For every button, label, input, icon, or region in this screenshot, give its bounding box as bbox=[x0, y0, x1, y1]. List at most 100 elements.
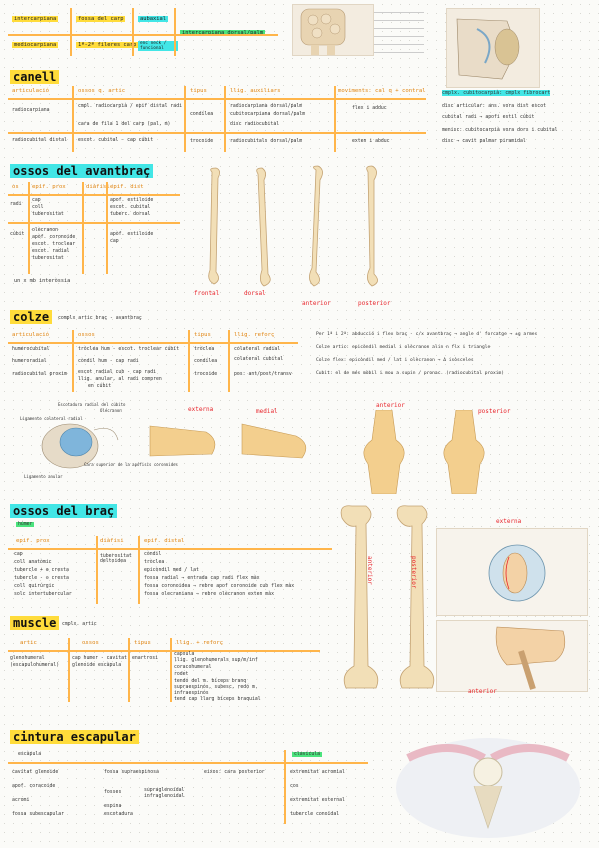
avb-r1-b2: tuberositat bbox=[32, 212, 64, 217]
shoulder-girdle-drawing bbox=[396, 738, 580, 838]
canell-r1-b2: cara de fila 1 del carp (pal, m) bbox=[78, 122, 171, 127]
colze-subtitle: complx artic braç - avantbraç bbox=[58, 316, 142, 321]
brac-sub: húmer bbox=[16, 522, 35, 527]
brac-c3-2: epicòndil med / lat bbox=[144, 568, 199, 573]
avb-r1-d1: escot. cubital bbox=[110, 205, 151, 210]
canell-r1-d2: cubitocarpiana dorsal/palm bbox=[230, 112, 306, 117]
colze-r3-a: radiocubital proxim bbox=[12, 372, 67, 377]
cintura-left-0: cavitat glenoide bbox=[12, 770, 59, 775]
avantbrac-title: ossos del avantbraç bbox=[10, 164, 154, 178]
brac-hdr-0: epif. prox bbox=[16, 538, 50, 544]
muscle-a2: (escapulohumeral) bbox=[10, 663, 60, 668]
muscle-b2: glenoide escàpula bbox=[72, 663, 122, 668]
muscle-d1: llig. glenohumerals sup/m/inf bbox=[174, 658, 258, 663]
avb-hdr-2: diàfisi bbox=[86, 184, 110, 190]
muscle-b: cap humer - cavitat bbox=[72, 656, 127, 661]
brac-table: epif. prox diàfisi epif. distal cap coll… bbox=[8, 536, 332, 604]
top-row2-b: 1ª-2ª fileres carp bbox=[76, 42, 139, 48]
canell-r2-c: trocoide bbox=[190, 139, 214, 144]
canell-hdr-1: ossos q. artic bbox=[78, 88, 126, 94]
humerus-drawing bbox=[340, 505, 435, 689]
colze-r3-b3: en cúbit bbox=[88, 384, 112, 389]
brac-hdr-2: epif. distal bbox=[144, 538, 185, 544]
top-row2-a: mediocarpiana bbox=[12, 42, 59, 48]
elbow-label-posterior: posterior bbox=[478, 408, 511, 415]
elbow-label-anterior: anterior bbox=[376, 402, 405, 409]
avb-r1-a: radi bbox=[10, 202, 22, 207]
cintura-table: cavitat glenoide apof. coracoide acromi … bbox=[8, 750, 368, 824]
cintura-title: cintura escapular bbox=[10, 730, 139, 744]
colze-title: colze bbox=[10, 310, 53, 324]
avb-hdr-1: epif. prox bbox=[32, 184, 66, 190]
muscle-d6: infraespinós bbox=[174, 691, 209, 696]
shoulder-lateral-figure bbox=[436, 528, 588, 616]
canell-title: canell bbox=[10, 70, 60, 84]
brac-c3-5: fossa olecraniana → rebre olècranon exte… bbox=[144, 592, 274, 597]
muscle-d5: supraespinós, subesc, redó m. bbox=[174, 685, 258, 690]
muscle-title: muscle bbox=[10, 616, 60, 630]
canell-r2-b: escot. cubital - cap cúbit bbox=[78, 138, 154, 143]
colze-r1-b: tròclea hum - escot. troclear cúbit bbox=[78, 347, 180, 352]
cintura-left-2: acromi bbox=[12, 798, 30, 803]
canell-table: articulació ossos q. artic tipus llig. a… bbox=[8, 86, 426, 152]
cintura-right-0: extremitat acromial bbox=[290, 770, 345, 775]
elbow-label-medial: medial bbox=[256, 408, 278, 415]
elbow-lat-med-drawing bbox=[149, 423, 307, 459]
avantbrac-table: os epif. prox diàfisi epif. dist radi ca… bbox=[8, 182, 180, 274]
canell-hdr-3: llig. auxiliars bbox=[230, 88, 281, 94]
cintura-mid3: eixos: cara posterior bbox=[204, 770, 265, 775]
elbow-small-label-0: Escotadura radial del cúbito bbox=[58, 402, 126, 407]
colze-r1-d: colateral radial bbox=[234, 347, 281, 352]
brac-c3-3: fossa radial → entrada cap radi flex màx bbox=[144, 576, 260, 581]
brac-c3-4: fossa coronoidea → rebre apof coronoide … bbox=[144, 584, 295, 589]
top-row1-d: intercarpiana dorsal/palm bbox=[180, 30, 266, 36]
colze-note-1: Colze artic: epicòndil medial i olècrano… bbox=[316, 345, 491, 350]
canell-hdr-4: moviments: cal q + contral bbox=[338, 88, 426, 94]
top-row1-c: aubaxial bbox=[138, 16, 168, 22]
colze-hdr-3: llig. reforç bbox=[234, 332, 275, 338]
brac-c3-1: tròclea bbox=[144, 560, 165, 565]
colze-r2-c: condílea bbox=[194, 359, 218, 364]
muscle-hdr-3: llig. + reforç bbox=[176, 640, 224, 646]
colze-r2-b: còndil hum - cap radi bbox=[78, 359, 139, 364]
right-notes: cmplx. cubitocarpià: cmplx fibrocart dis… bbox=[442, 90, 592, 144]
colze-note-0: Per 1ª i 2ª: abducció i flex braç - c/x … bbox=[316, 332, 538, 337]
right-notes-title: cmplx. cubitocarpià: cmplx fibrocart bbox=[442, 90, 551, 96]
canell-r2-a: radiocubital distal bbox=[12, 138, 67, 143]
brac-c1-2: tubercle + ⊕ cresta bbox=[14, 568, 69, 573]
cintura-right-1: cos bbox=[290, 784, 299, 789]
avb-r2-b1: apòf. coronoide bbox=[32, 235, 76, 240]
elbow-small-label-1: Olécranon bbox=[100, 408, 122, 413]
humerus-label-posterior: posterior bbox=[410, 556, 417, 589]
brac-title: ossos del braç bbox=[10, 504, 118, 518]
cintura-mid-0: fossa supraespinosa bbox=[104, 770, 159, 775]
cintura-right-title: clavícula bbox=[292, 752, 322, 757]
brac-c3-0: còndil bbox=[144, 552, 162, 557]
muscle-sub: cmplx. artic bbox=[62, 622, 97, 627]
right-notes-line-1: cubital radi → apofi estil cúbit bbox=[442, 115, 535, 120]
muscle-hdr-2: tipus bbox=[134, 640, 151, 646]
avb-r2-b4: tuberositat bbox=[32, 256, 64, 261]
canell-r2-d: radiocubitals dorsal/palm bbox=[230, 139, 303, 144]
colze-r3-d: pos: ant/post/transv bbox=[234, 372, 292, 377]
right-notes-line-0: disc articular: ans. vora dist escot bbox=[442, 104, 546, 109]
canell-r1-a: radiocarpiana bbox=[12, 108, 50, 113]
canell-r1-d: radiocarpiana dorsal/palm bbox=[230, 104, 303, 109]
avantbrac-note: un x mb interòssia bbox=[14, 278, 71, 284]
cintura-right-2: extremitat esternal bbox=[290, 798, 345, 803]
humerus-figure bbox=[330, 498, 440, 698]
wrist-figure bbox=[292, 4, 374, 56]
elbow-ant-post-figure bbox=[344, 409, 512, 495]
elbow-label-externa: externa bbox=[188, 406, 214, 413]
avb-r2-b3: escot. radial bbox=[32, 249, 70, 254]
cintura-right-3: tubercle conoïdal bbox=[290, 812, 340, 817]
canell-r1-d3: disc radiocubital bbox=[230, 122, 280, 127]
avb-r2-a: cúbit bbox=[10, 232, 25, 237]
avb-r2-b2: escot. troclear bbox=[32, 242, 76, 247]
canell-hdr-2: tipus bbox=[190, 88, 207, 94]
brac-c1-3: tubercle - ⊖ cresta bbox=[14, 576, 69, 581]
forearm-label-dorsal: dorsal bbox=[244, 290, 266, 297]
colze-hdr-1: ossos bbox=[78, 332, 95, 338]
elbow-small-label-2: Ligamento colateral radial bbox=[20, 416, 83, 421]
muscle-d4: tendó del m. bíceps branq bbox=[174, 679, 247, 684]
